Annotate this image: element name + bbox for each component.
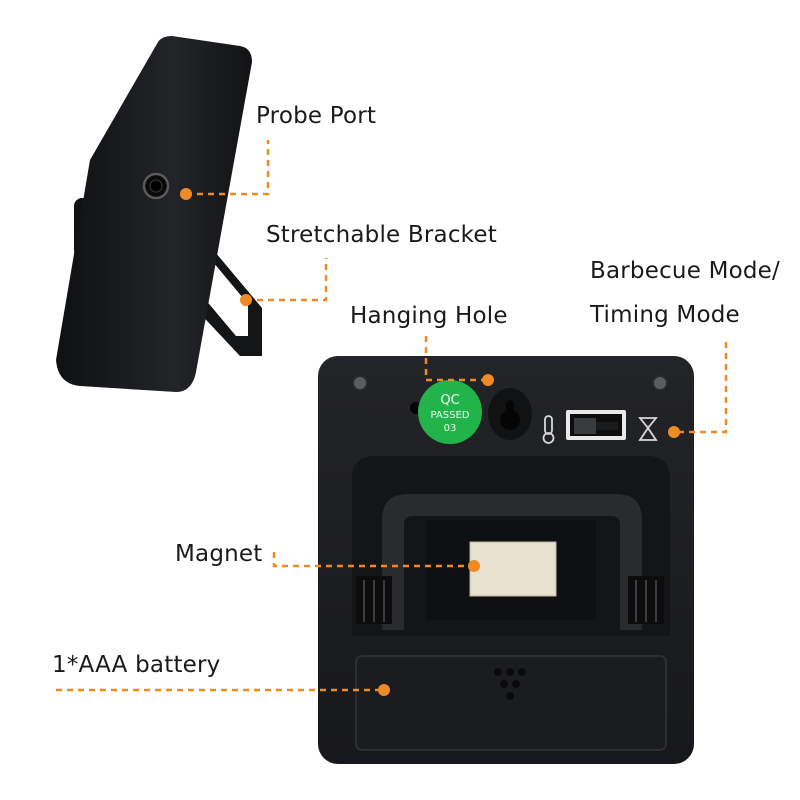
- dot-hanging-hole: [482, 374, 494, 386]
- dot-magnet: [468, 560, 480, 572]
- battery-cover[interactable]: [355, 655, 667, 751]
- magnet: [469, 541, 557, 597]
- side-body: [56, 36, 252, 392]
- thermometer-icon: [542, 415, 555, 444]
- dot-probe-port: [180, 188, 192, 200]
- label-timing-mode: Timing Mode: [590, 302, 740, 328]
- label-magnet: Magnet: [175, 541, 263, 567]
- callouts: [56, 140, 728, 692]
- dot-battery: [378, 684, 390, 696]
- hanging-hole: [488, 388, 532, 440]
- qc-line1: QC: [440, 393, 459, 408]
- callout-mode: [676, 342, 728, 434]
- mode-switch[interactable]: [566, 410, 626, 440]
- qc-sticker: QC PASSED 03: [418, 380, 482, 444]
- qc-line3: 03: [444, 423, 457, 434]
- label-probe-port: Probe Port: [256, 103, 377, 129]
- callout-dots: [180, 188, 680, 696]
- callout-stretchable-bracket: [246, 258, 328, 302]
- label-stretchable-bracket: Stretchable Bracket: [266, 222, 497, 248]
- callout-probe-port: [186, 140, 270, 196]
- label-battery: 1*AAA battery: [52, 652, 221, 678]
- label-barbecue-mode: Barbecue Mode/: [590, 258, 780, 284]
- callout-magnet: [272, 552, 474, 568]
- label-hanging-hole: Hanging Hole: [350, 303, 508, 329]
- stand-frame: [356, 494, 664, 630]
- device-side-view: [56, 36, 262, 392]
- screw-left: [352, 375, 368, 391]
- dot-mode: [668, 426, 680, 438]
- hourglass-icon: [638, 417, 658, 441]
- battery-cover-grip: [494, 668, 526, 700]
- device-back-view: QC PASSED 03: [318, 356, 694, 764]
- callout-hanging-hole: [424, 336, 486, 382]
- screw-right: [652, 375, 668, 391]
- dot-bracket: [240, 294, 252, 306]
- qc-line2: PASSED: [431, 410, 470, 421]
